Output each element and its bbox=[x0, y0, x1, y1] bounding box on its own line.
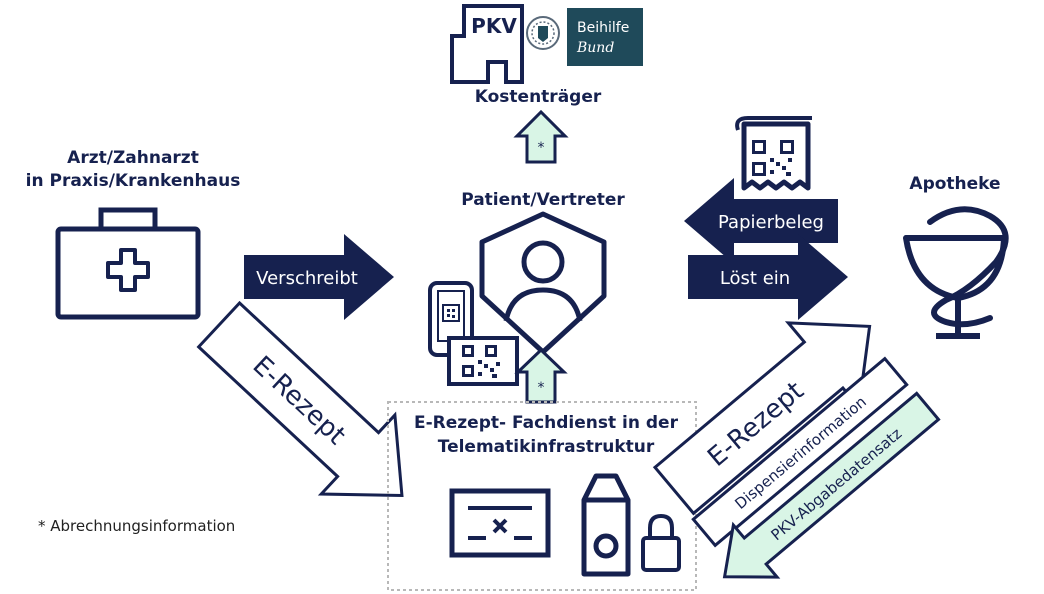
redeems-label: Löst ein bbox=[720, 268, 790, 289]
pharmacy-arrows-group: E-Rezept Dispensierinformation PKV-Abgab… bbox=[652, 321, 941, 579]
dispensing-info-bar bbox=[691, 356, 909, 548]
server-icon bbox=[581, 473, 631, 577]
payer-note-marker: * bbox=[538, 140, 545, 156]
pharmacy-bowl-icon bbox=[903, 206, 1009, 339]
receipt-icon bbox=[735, 116, 812, 191]
patient-group: Patient/Vertreter bbox=[428, 190, 625, 404]
patient-shield-icon bbox=[479, 211, 607, 355]
beihilfe-label-line2: Bund bbox=[576, 40, 614, 56]
service-to-patient-arrow bbox=[514, 347, 568, 404]
pkv-building-icon bbox=[450, 4, 524, 84]
service-title-line1: E-Rezept- Fachdienst in der bbox=[414, 413, 679, 433]
erezept-left-arrow-group: E-Rezept bbox=[196, 300, 404, 497]
doctor-title-line2: in Praxis/Krankenhaus bbox=[26, 171, 241, 191]
pharmacy-group: Papierbeleg Löst ein Apotheke bbox=[684, 116, 1009, 339]
pharmacy-title: Apotheke bbox=[909, 174, 1000, 194]
payer-group: PKV Beihilfe Bund Kostenträger * bbox=[450, 4, 643, 164]
patient-note-marker: * bbox=[538, 380, 545, 396]
patient-title: Patient/Vertreter bbox=[461, 190, 625, 210]
pkv-dataset-arrow bbox=[722, 391, 941, 579]
lock-icon bbox=[641, 513, 681, 572]
pkv-label: PKV bbox=[471, 14, 517, 38]
prescribes-arrow bbox=[244, 234, 394, 320]
prescribes-label: Verschreibt bbox=[256, 268, 358, 289]
footnote: * Abrechnungsinformation bbox=[38, 517, 235, 535]
beihilfe-logo bbox=[567, 8, 643, 66]
prescription-card-icon bbox=[449, 488, 551, 558]
service-group: E-Rezept- Fachdienst in der Telematikinf… bbox=[387, 401, 697, 591]
payer-title: Kostenträger bbox=[475, 87, 602, 107]
erezept-right-arrow bbox=[652, 321, 872, 516]
paper-receipt-label: Papierbeleg bbox=[718, 212, 824, 233]
redeems-arrow bbox=[688, 234, 848, 320]
service-title-line2: Telematikinfrastruktur bbox=[438, 437, 655, 457]
medical-kit-icon bbox=[55, 207, 201, 320]
patient-to-payer-arrow bbox=[513, 109, 569, 164]
doctor-group: Arzt/Zahnarzt in Praxis/Krankenhaus Vers… bbox=[26, 148, 394, 320]
beihilfe-label-line1: Beihilfe bbox=[577, 20, 629, 36]
eagle-seal-icon bbox=[526, 16, 560, 50]
erezept-left-arrow bbox=[196, 300, 404, 497]
printout-qr-icon bbox=[447, 336, 519, 386]
doctor-title-line1: Arzt/Zahnarzt bbox=[67, 148, 199, 168]
